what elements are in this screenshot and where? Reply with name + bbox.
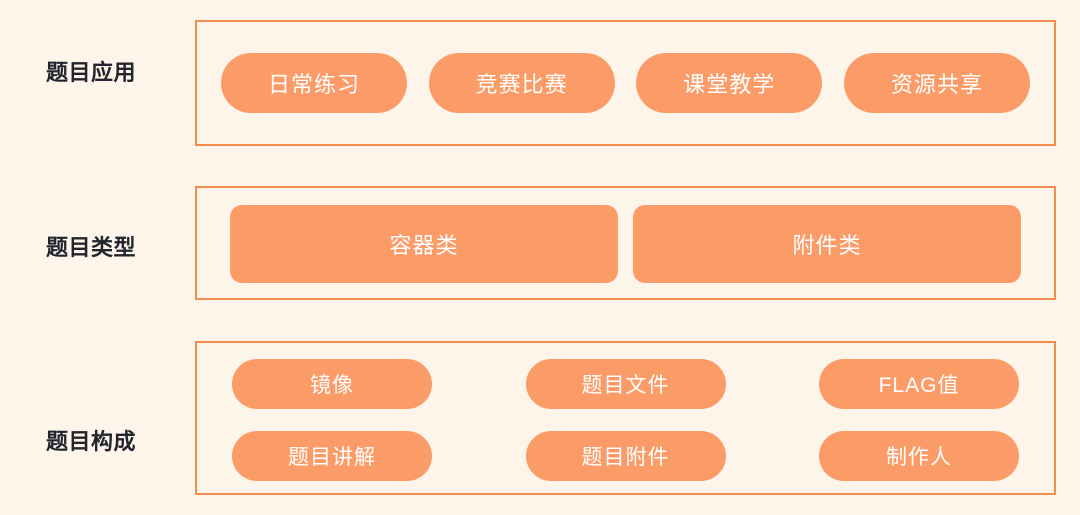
node-competition[interactable]: 竞赛比赛 [428, 53, 615, 113]
node-container-type[interactable]: 容器类 [230, 205, 618, 283]
row-container-composition: 镜像 题目文件 FLAG值 题目讲解 题目附件 制作人 [195, 341, 1056, 495]
node-problem-explanation[interactable]: 题目讲解 [232, 431, 432, 481]
node-flag-value[interactable]: FLAG值 [819, 359, 1019, 409]
row-container-type: 容器类 附件类 [195, 186, 1056, 300]
row-label-application: 题目应用 [45, 60, 136, 85]
composition-node-group: 镜像 题目文件 FLAG值 题目讲解 题目附件 制作人 [232, 359, 1019, 481]
row-label-composition: 题目构成 [45, 429, 136, 454]
application-node-group: 日常练习 竞赛比赛 课堂教学 资源共享 [221, 53, 1030, 113]
node-daily-practice[interactable]: 日常练习 [221, 53, 407, 113]
node-author[interactable]: 制作人 [819, 431, 1019, 481]
type-node-group: 容器类 附件类 [230, 205, 1021, 283]
row-label-type: 题目类型 [45, 235, 136, 260]
node-resource-sharing[interactable]: 资源共享 [843, 53, 1030, 113]
node-attachment-type[interactable]: 附件类 [633, 205, 1021, 283]
node-classroom-teaching[interactable]: 课堂教学 [636, 53, 823, 113]
row-container-application: 日常练习 竞赛比赛 课堂教学 资源共享 [195, 20, 1056, 146]
node-image[interactable]: 镜像 [232, 359, 432, 409]
node-problem-attachment[interactable]: 题目附件 [525, 431, 726, 481]
node-problem-file[interactable]: 题目文件 [525, 359, 726, 409]
